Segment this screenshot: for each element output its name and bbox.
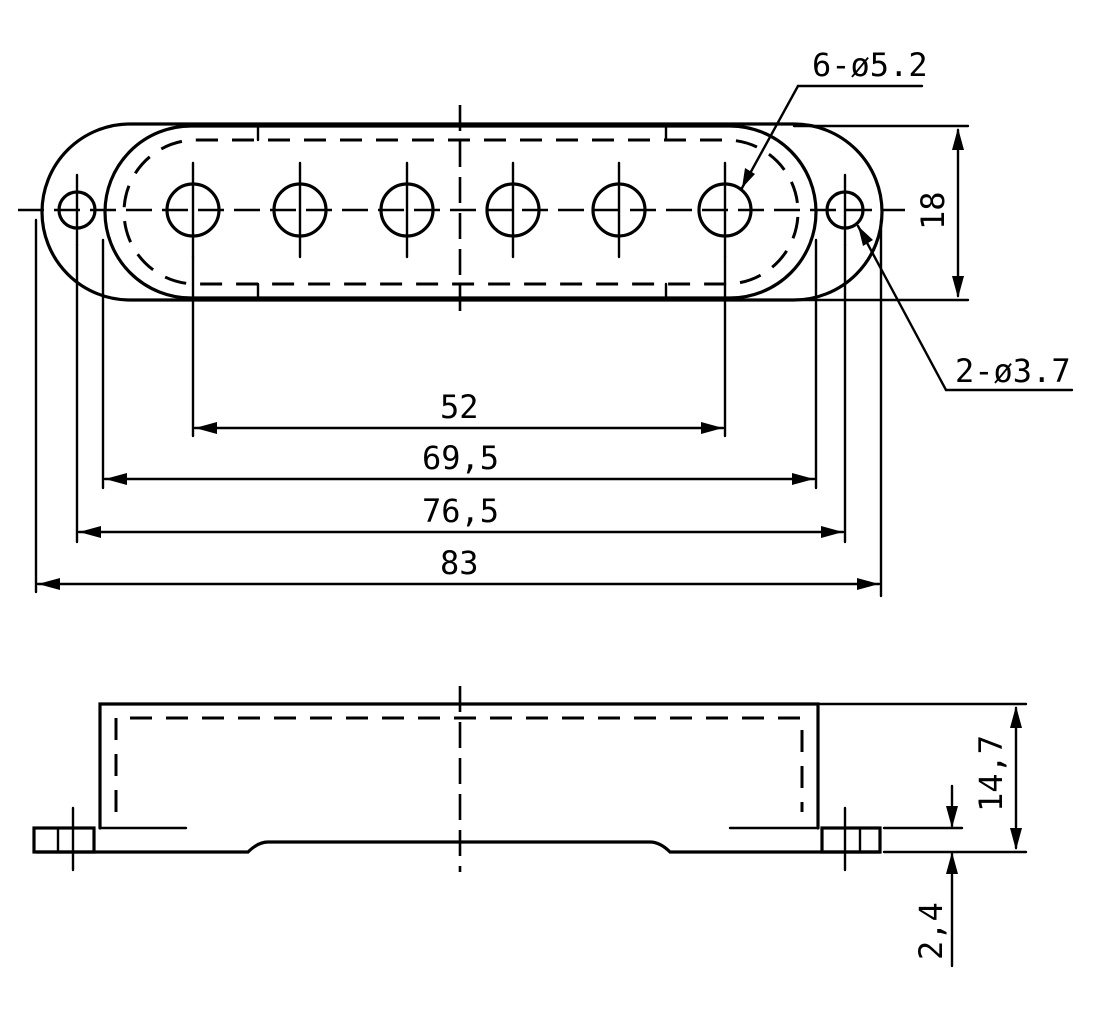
pole-hole-1: [165, 161, 221, 259]
height-dimension: 14,7: [818, 702, 1028, 854]
cover-body-outline: [103, 124, 818, 300]
flange-thickness-dimension: 2,4: [882, 784, 964, 968]
overall-length-dimension: 83: [36, 544, 881, 590]
pole-span-dimension: 52: [193, 388, 725, 434]
mount-hole-callout-label: 2-ø3.7: [955, 352, 1071, 390]
cover-length-dimension: 69,5: [103, 439, 816, 485]
pole-hole-6: [697, 161, 753, 259]
mount-hole-left: [57, 173, 97, 247]
mount-hole-span-dimension: 76,5: [77, 492, 845, 538]
mount-hole-callout: 2-ø3.7: [856, 224, 1074, 392]
side-base-outline: [34, 840, 882, 854]
overall-length-label: 83: [440, 544, 479, 582]
pole-hole-4: [485, 161, 541, 259]
pole-span-label: 52: [440, 388, 479, 426]
side-view: 14,7 2,4: [32, 686, 1028, 968]
mount-hole-right: [825, 173, 865, 247]
pole-hole-callout-label: 6-ø5.2: [812, 46, 928, 84]
top-view: 6-ø5.2 2-ø3.7 18: [18, 46, 1074, 598]
side-inner-hidden-line: [114, 716, 804, 812]
pole-hole-3: [379, 161, 435, 259]
cover-length-label: 69,5: [422, 439, 499, 477]
right-flange: [820, 806, 882, 872]
flange-thickness-label: 2,4: [912, 902, 950, 960]
mount-hole-span-label: 76,5: [422, 492, 499, 530]
width-dimension-label: 18: [914, 191, 952, 230]
height-dimension-label: 14,7: [972, 735, 1010, 812]
extension-lines: [34, 218, 883, 598]
pole-hole-5: [591, 161, 647, 259]
pole-hole-2: [272, 161, 328, 259]
pole-hole-callout: 6-ø5.2: [740, 46, 928, 190]
left-flange: [32, 806, 96, 872]
